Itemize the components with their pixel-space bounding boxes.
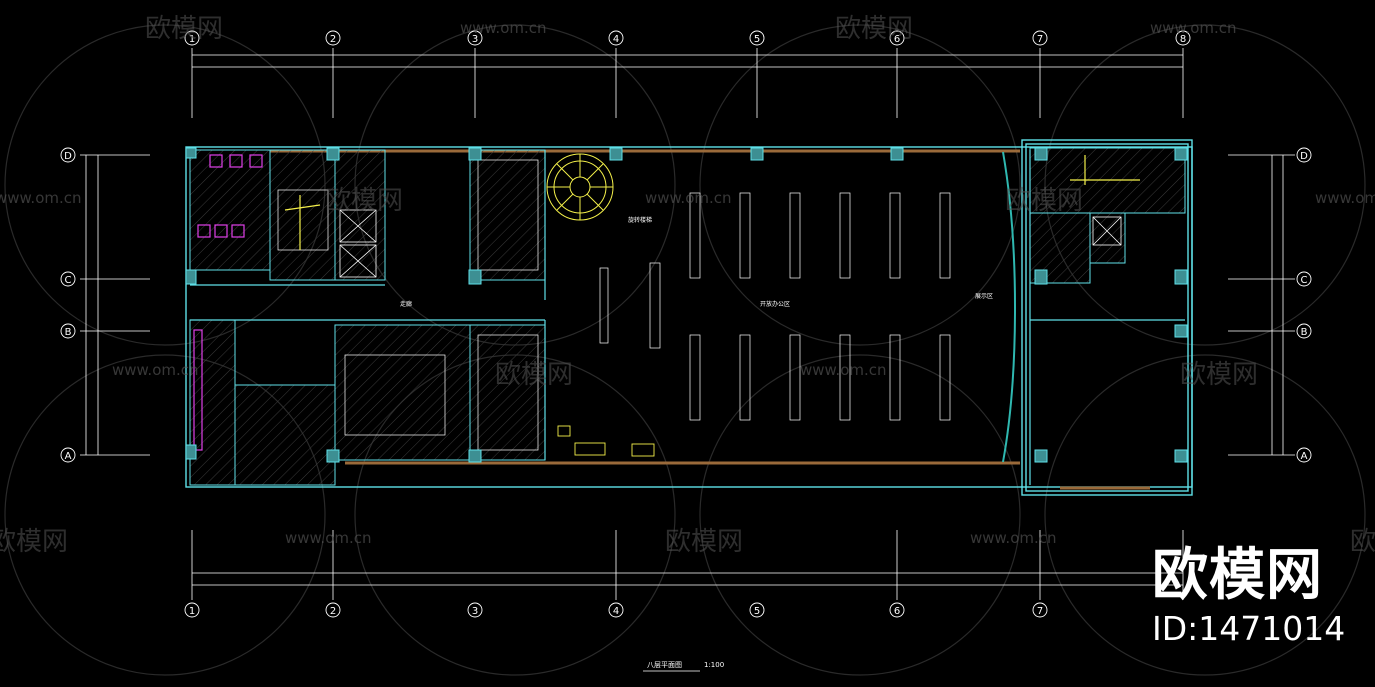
- glass-partition: [1002, 151, 1016, 463]
- bottom-dimensions: [191, 530, 1184, 600]
- interior-walls: [190, 150, 1185, 485]
- grid-labels-top: 1 2 3 4 5 6 7 8: [189, 34, 1186, 45]
- grid-label: C: [65, 275, 72, 286]
- watermark-url: www.om.cn: [460, 19, 547, 37]
- brand-id: ID:1471014: [1152, 609, 1346, 648]
- top-dimensions: [191, 48, 1184, 118]
- watermark-logo: 欧模网: [495, 360, 573, 390]
- grid-label: 6: [894, 34, 900, 45]
- brand-stamp: 欧模网 ID:1471014: [1152, 543, 1346, 649]
- room-labels: 开放办公区 旋转楼梯 展示区 走廊: [400, 216, 993, 308]
- room-label-corridor: 走廊: [400, 300, 412, 308]
- watermark-logo: 欧模网: [145, 14, 223, 44]
- elevators: [339, 209, 1122, 278]
- drawing-caption: 八层平面图: [647, 661, 682, 669]
- watermark-layer: 欧模网 欧模网 欧模网 欧模网 欧模网 欧模网 欧模网 欧模网 欧模网: [0, 14, 1375, 557]
- grid-label: 7: [1037, 34, 1043, 45]
- watermark-logo: 欧模网: [325, 186, 403, 216]
- office-desks: [344, 159, 951, 451]
- watermark-circles: [4, 24, 1366, 676]
- stairs: [277, 155, 1140, 251]
- watermark-logo: 欧模网: [835, 14, 913, 44]
- display-furniture: [557, 425, 655, 457]
- grid-label: 3: [472, 34, 478, 45]
- watermark-url: www.om.cn: [1315, 189, 1375, 207]
- grid-label: 5: [754, 606, 760, 617]
- grid-label: 6: [894, 606, 900, 617]
- grid-label: B: [65, 327, 72, 338]
- spiral-staircase: [546, 153, 614, 221]
- watermark-url: www.om.cn: [800, 361, 887, 379]
- outer-walls: [185, 139, 1193, 496]
- grid-labels-side: D C B A D C B A: [64, 151, 1308, 462]
- watermark-logo: 欧模网: [1005, 186, 1083, 216]
- watermark-url: www.om.cn: [285, 529, 372, 547]
- room-label-spiral-stair: 旋转楼梯: [628, 216, 652, 224]
- grid-label: 4: [613, 34, 619, 45]
- grid-bubbles-top: [184, 30, 1191, 46]
- grid-labels-bottom: 1 2 3 4 5 6 7: [189, 606, 1043, 617]
- grid-label: B: [1301, 327, 1308, 338]
- grid-bubbles-side: [60, 147, 1312, 463]
- grid-label: 7: [1037, 606, 1043, 617]
- grid-label: 2: [330, 606, 336, 617]
- drawing-title: 八层平面图 1:100: [643, 661, 724, 672]
- watermark-url: www.om.cn: [970, 529, 1057, 547]
- watermark-logo: 欧模网: [665, 527, 743, 557]
- drawing-scale: 1:100: [704, 661, 724, 669]
- grid-label: A: [1301, 451, 1308, 462]
- grid-label: D: [1300, 151, 1308, 162]
- watermark-logo: 欧模网: [1180, 360, 1258, 390]
- watermark-url-layer: www.om.cn www.om.cn www.om.cn www.om.cn …: [0, 19, 1375, 547]
- grid-label: 3: [472, 606, 478, 617]
- grid-label: D: [64, 151, 72, 162]
- watermark-logo: 欧模网: [0, 527, 68, 557]
- grid-bubbles-bottom: [184, 602, 1048, 618]
- grid-label: 1: [189, 34, 195, 45]
- grid-label: 1: [189, 606, 195, 617]
- brand-logo: 欧模网: [1152, 543, 1323, 608]
- room-label-display: 展示区: [975, 293, 993, 300]
- hatched-rooms: [189, 147, 1186, 486]
- room-label-open-office: 开放办公区: [760, 300, 790, 308]
- watermark-url: www.om.cn: [112, 361, 199, 379]
- grid-label: A: [65, 451, 72, 462]
- watermark-url: www.om.cn: [1150, 19, 1237, 37]
- toilet-fixtures: [193, 154, 263, 451]
- grid-label: 8: [1180, 34, 1186, 45]
- side-dimensions: [80, 154, 1295, 456]
- grid-label: 2: [330, 34, 336, 45]
- grid-label: 4: [613, 606, 619, 617]
- structural-columns: [185, 147, 1188, 463]
- watermark-url: www.om.cn: [645, 189, 732, 207]
- grid-label: C: [1301, 275, 1308, 286]
- watermark-url: www.om.cn: [0, 189, 82, 207]
- watermark-logo: 欧模网: [1350, 527, 1375, 557]
- grid-label: 5: [754, 34, 760, 45]
